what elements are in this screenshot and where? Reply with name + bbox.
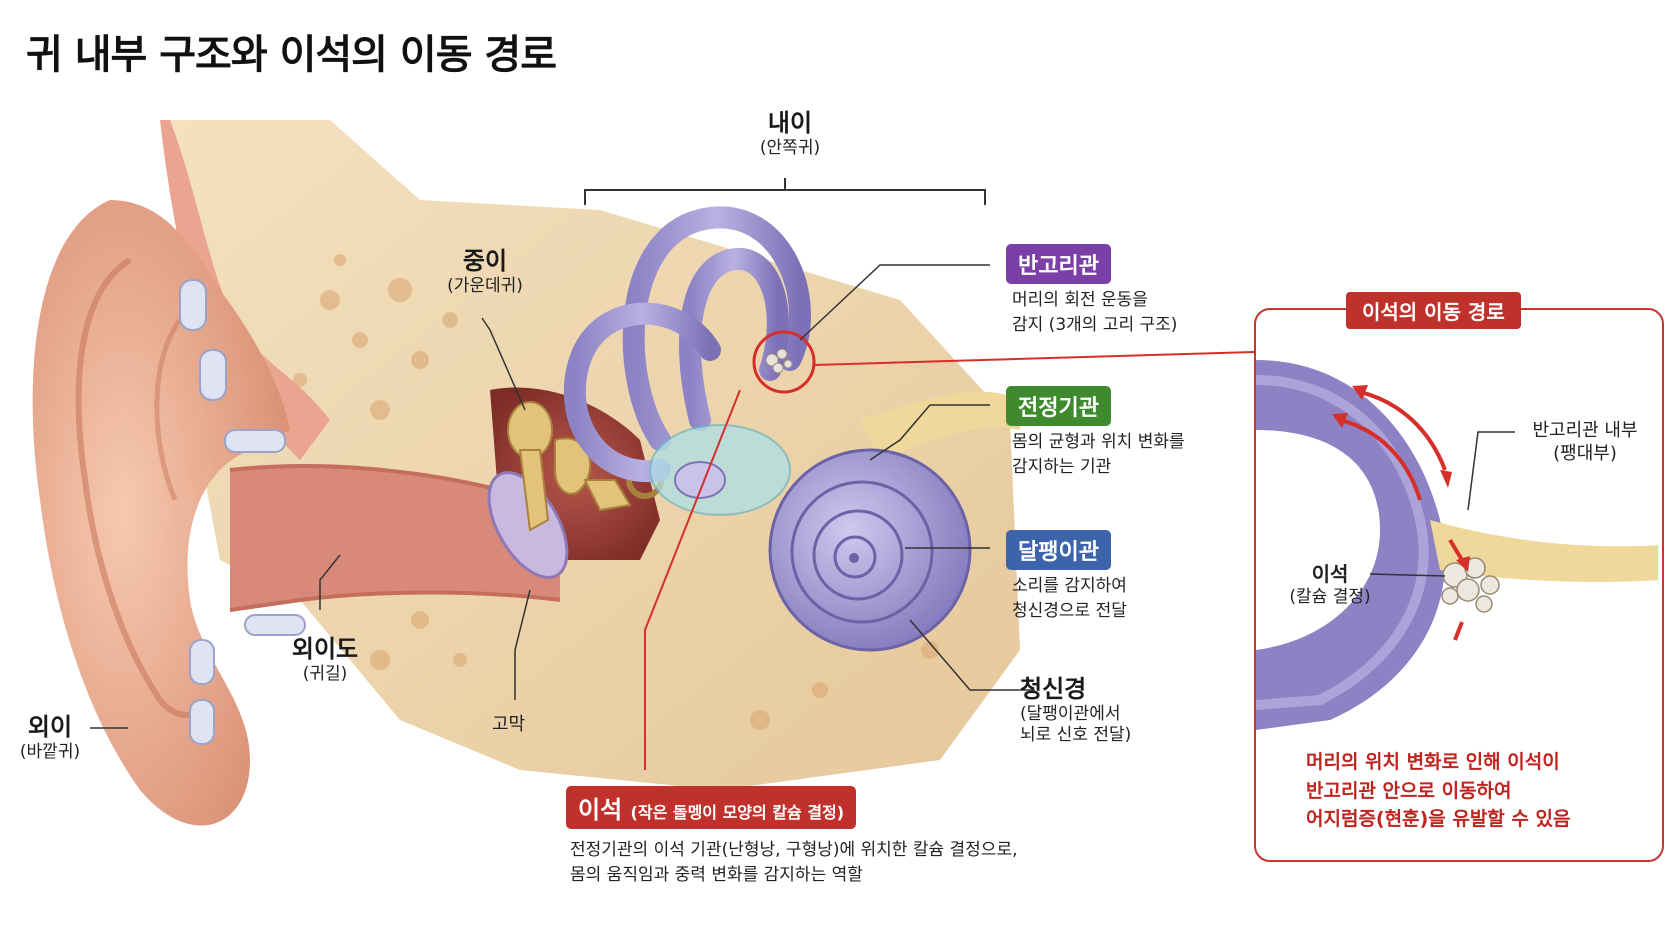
inset-note-line1: 머리의 위치 변화로 인해 이석이 (1306, 748, 1570, 777)
inset-title: 이석의 이동 경로 (1346, 292, 1521, 329)
inset-otolith-name: 이석 (1280, 562, 1380, 587)
inset-otolith-sub: (칼슘 결정) (1280, 587, 1380, 608)
inset-note-line3: 어지럼증(현훈)을 유발할 수 있음 (1306, 805, 1570, 834)
inset-note: 머리의 위치 변화로 인해 이석이 반고리관 안으로 이동하여 어지럼증(현훈)… (1306, 748, 1570, 834)
inset-note-line2: 반고리관 안으로 이동하여 (1306, 777, 1570, 806)
canal-interior-label: 반고리관 내부 (팽대부) (1515, 420, 1655, 465)
canal-interior-sub: (팽대부) (1515, 443, 1655, 466)
inset-otolith-label: 이석 (칼슘 결정) (1280, 562, 1380, 608)
canal-interior-name: 반고리관 내부 (1515, 420, 1655, 443)
